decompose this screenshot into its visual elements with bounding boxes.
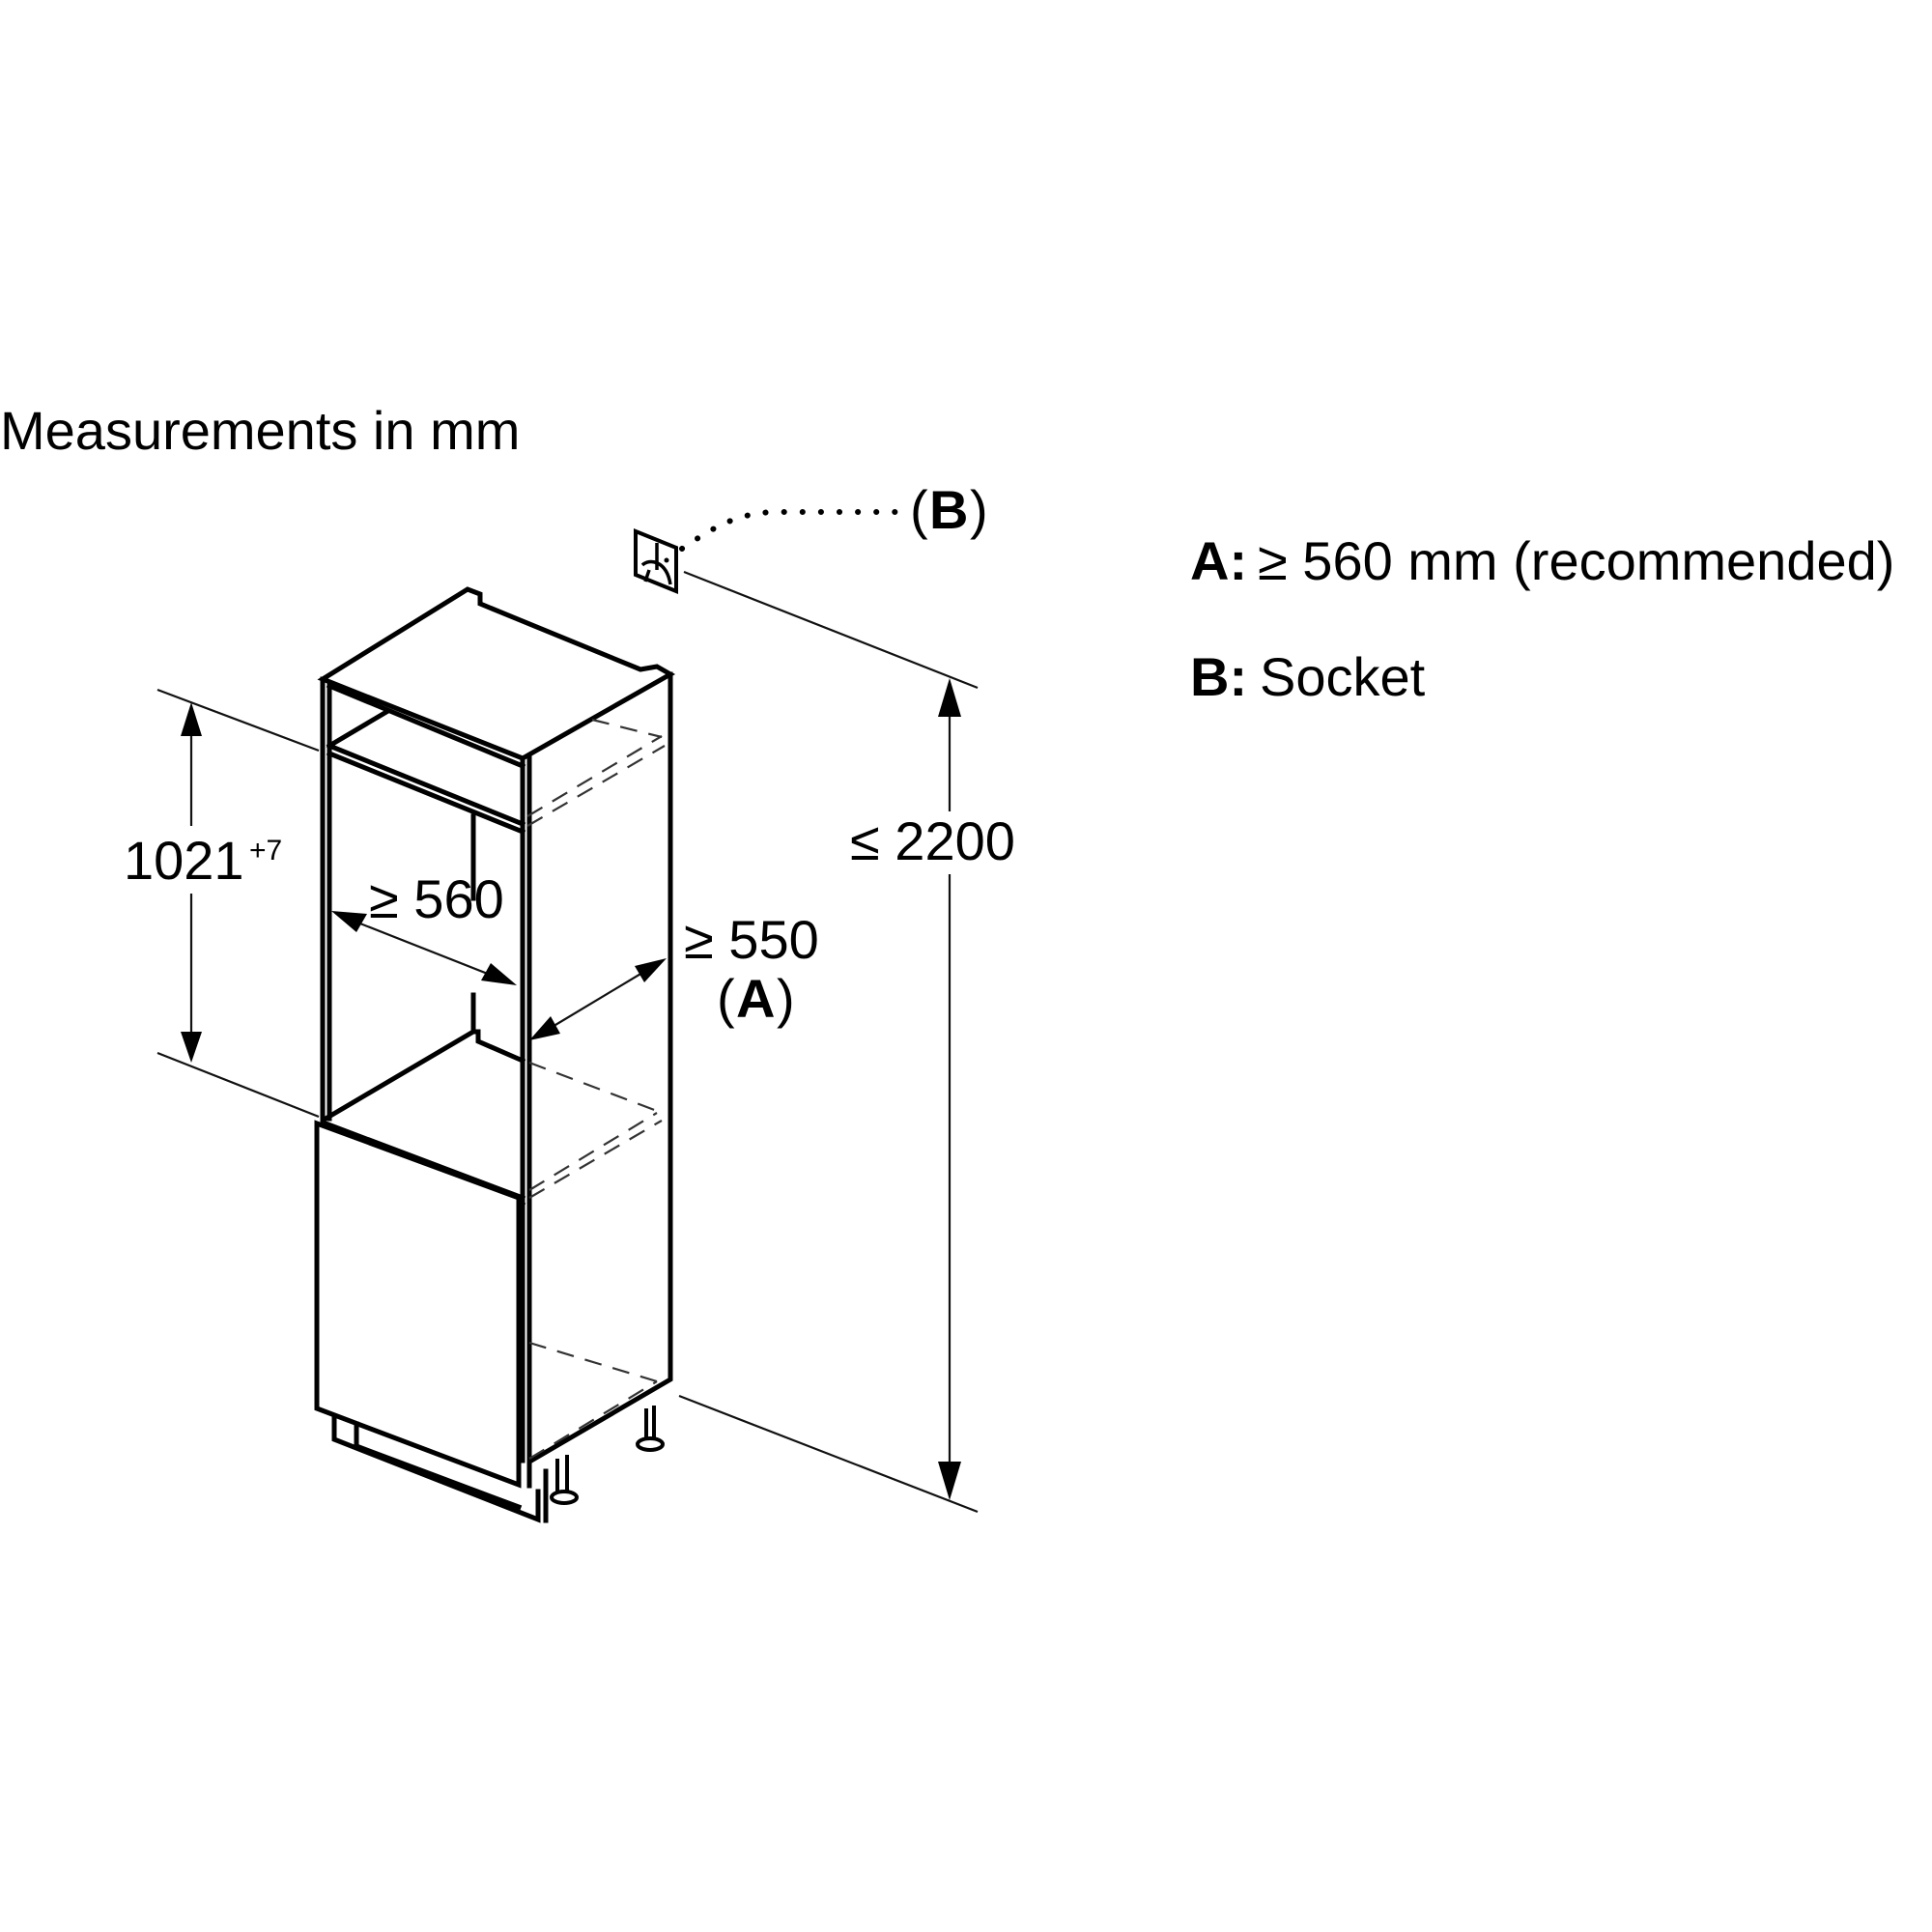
height-extension-top — [683, 570, 979, 690]
niche-depth-key: A — [736, 968, 775, 1029]
total-height-label: ≤ 2200 — [850, 810, 1015, 871]
niche-height-dimension: 1021 +7 — [124, 688, 320, 1119]
legend-key-b: B: — [1190, 646, 1247, 707]
page-title: Measurements in mm — [0, 400, 520, 461]
svg-text:): ) — [970, 479, 988, 540]
socket-icon — [634, 528, 678, 594]
svg-text:(: ( — [910, 479, 928, 540]
total-height-dimension: ≤ 2200 — [850, 678, 1015, 1500]
socket-leader — [679, 509, 909, 552]
socket-callout: ( B ) — [910, 479, 988, 540]
svg-text:(: ( — [717, 968, 735, 1029]
legend-item-a: A: ≥ 560 mm (recommended) — [1190, 530, 1894, 591]
niche-width-label: ≥ 560 — [369, 868, 504, 929]
legend-text-b: Socket — [1260, 646, 1426, 707]
svg-text:): ) — [777, 968, 795, 1029]
socket-callout-key: B — [929, 479, 968, 540]
niche-height-tolerance: +7 — [249, 835, 282, 867]
legend-text-a: ≥ 560 mm (recommended) — [1258, 530, 1894, 591]
cabinet-leg-front — [550, 1455, 579, 1505]
tall-cabinet — [314, 586, 676, 1523]
niche-depth-label: ≥ 550 — [684, 909, 819, 970]
height-extension-bottom — [678, 1394, 979, 1514]
niche-height-label: 1021 — [124, 830, 244, 891]
cabinet-leg-back — [636, 1406, 665, 1452]
hidden-lines — [526, 718, 666, 1460]
niche-width-dimension: ≥ 560 — [331, 868, 517, 985]
niche-depth-dimension: ≥ 550 ( A ) — [529, 909, 819, 1040]
legend: A: ≥ 560 mm (recommended) B: Socket — [1190, 530, 1894, 707]
legend-key-a: A: — [1190, 530, 1247, 591]
legend-item-b: B: Socket — [1190, 646, 1426, 707]
